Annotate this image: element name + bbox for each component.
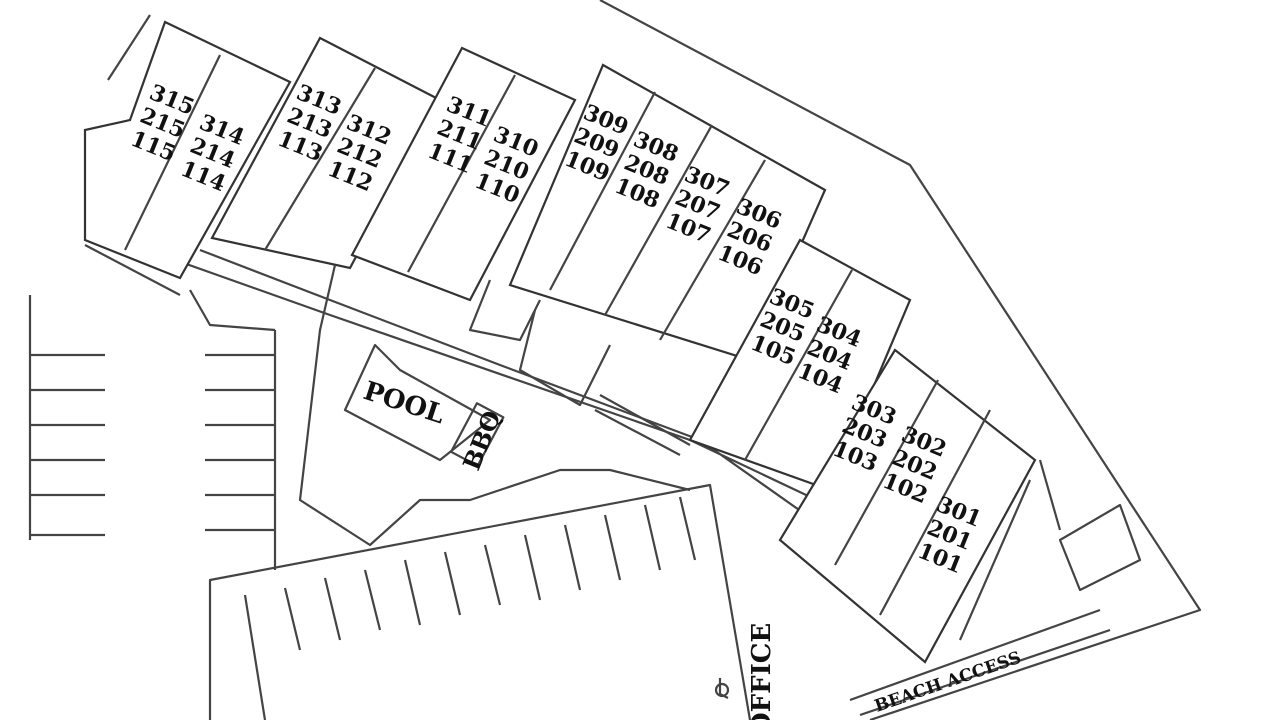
pool-deck: [298, 264, 691, 547]
courtyard-structures: [468, 279, 691, 456]
unit-label-306: 306206106: [714, 193, 785, 281]
building-block-313-312: [210, 36, 442, 270]
property-boundary: [107, 0, 1202, 720]
building-block-303-301: [778, 348, 1037, 664]
unit-label-307: 307207107: [662, 161, 733, 249]
beach-access-path: [849, 459, 1142, 717]
wheelchair-icon: [714, 678, 730, 699]
pool-label: POOL: [360, 376, 448, 430]
unit-label-310: 310210110: [471, 121, 542, 209]
parking-lot-south: [208, 483, 752, 720]
unit-label-313: 313213113: [274, 79, 345, 167]
unit-label-314: 314214114: [177, 109, 248, 197]
building-block-315-314: [83, 20, 292, 280]
beach-access-label: BEACH ACCESS: [872, 648, 1024, 717]
unit-label-311: 311211111: [424, 91, 495, 179]
office-label: OFFICE: [747, 623, 777, 720]
bbq-area: [449, 402, 505, 467]
building-block-311-310: [350, 46, 577, 302]
walkway: [84, 226, 881, 561]
unit-label-315: 315215115: [127, 79, 198, 167]
unit-dividers: [124, 54, 991, 616]
parking-lot-west: [28, 289, 277, 570]
